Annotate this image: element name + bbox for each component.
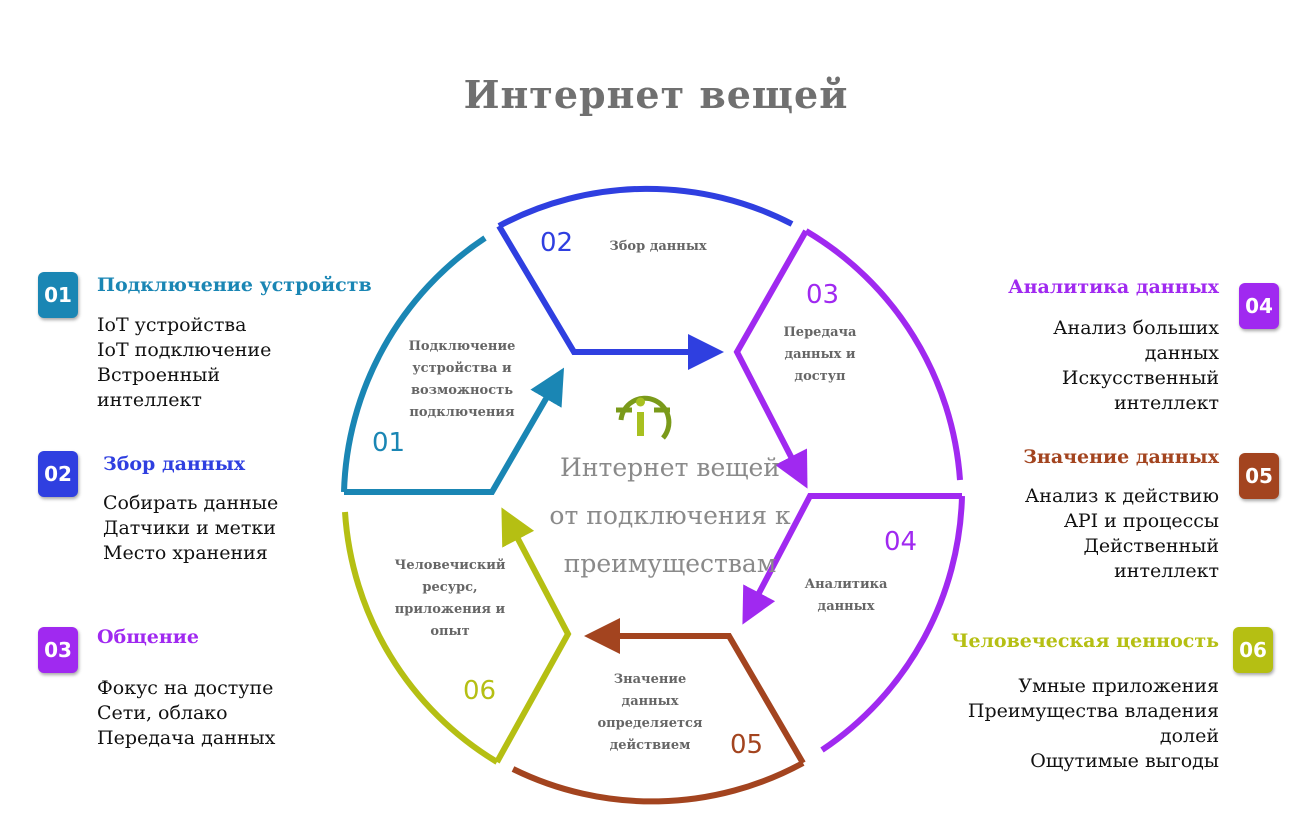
left-box-03-title: Общение xyxy=(97,626,199,648)
badge-04: 04 xyxy=(1239,283,1279,329)
badge-06: 06 xyxy=(1233,627,1273,673)
segment-02-shape xyxy=(496,185,794,370)
page-title: Интернет вещей xyxy=(463,72,849,117)
segment-02-number: 02 xyxy=(540,228,574,258)
segment-01-shape xyxy=(341,235,565,495)
center-caption: Интернет вещей от подключения к преимуще… xyxy=(549,453,791,578)
badge-01: 01 xyxy=(38,272,78,318)
left-box-02-title: Збор данных xyxy=(103,453,246,475)
segment-05-number: 05 xyxy=(730,730,764,760)
segment-04-number: 04 xyxy=(884,527,918,557)
segment-01-number: 01 xyxy=(372,428,406,458)
segment-04-shape xyxy=(742,493,965,753)
badge-05: 05 xyxy=(1239,453,1279,499)
left-box-01-title: Подключение устройств xyxy=(97,274,372,296)
right-box-04-title: Аналитика данных xyxy=(1008,276,1219,298)
segment-06-shape xyxy=(342,507,572,765)
segment-02-label: Збор данных xyxy=(609,239,707,254)
right-box-06-title: Человеческая ценность xyxy=(951,630,1219,652)
segment-03-number: 03 xyxy=(806,280,840,310)
segment-06-number: 06 xyxy=(463,676,497,706)
badge-02: 02 xyxy=(38,451,78,497)
segment-05-shape xyxy=(511,618,806,805)
segment-03-shape xyxy=(733,228,963,489)
right-box-05-title: Значение данных xyxy=(1023,446,1219,468)
badge-03: 03 xyxy=(38,627,78,673)
iot-logo-icon xyxy=(616,395,672,440)
